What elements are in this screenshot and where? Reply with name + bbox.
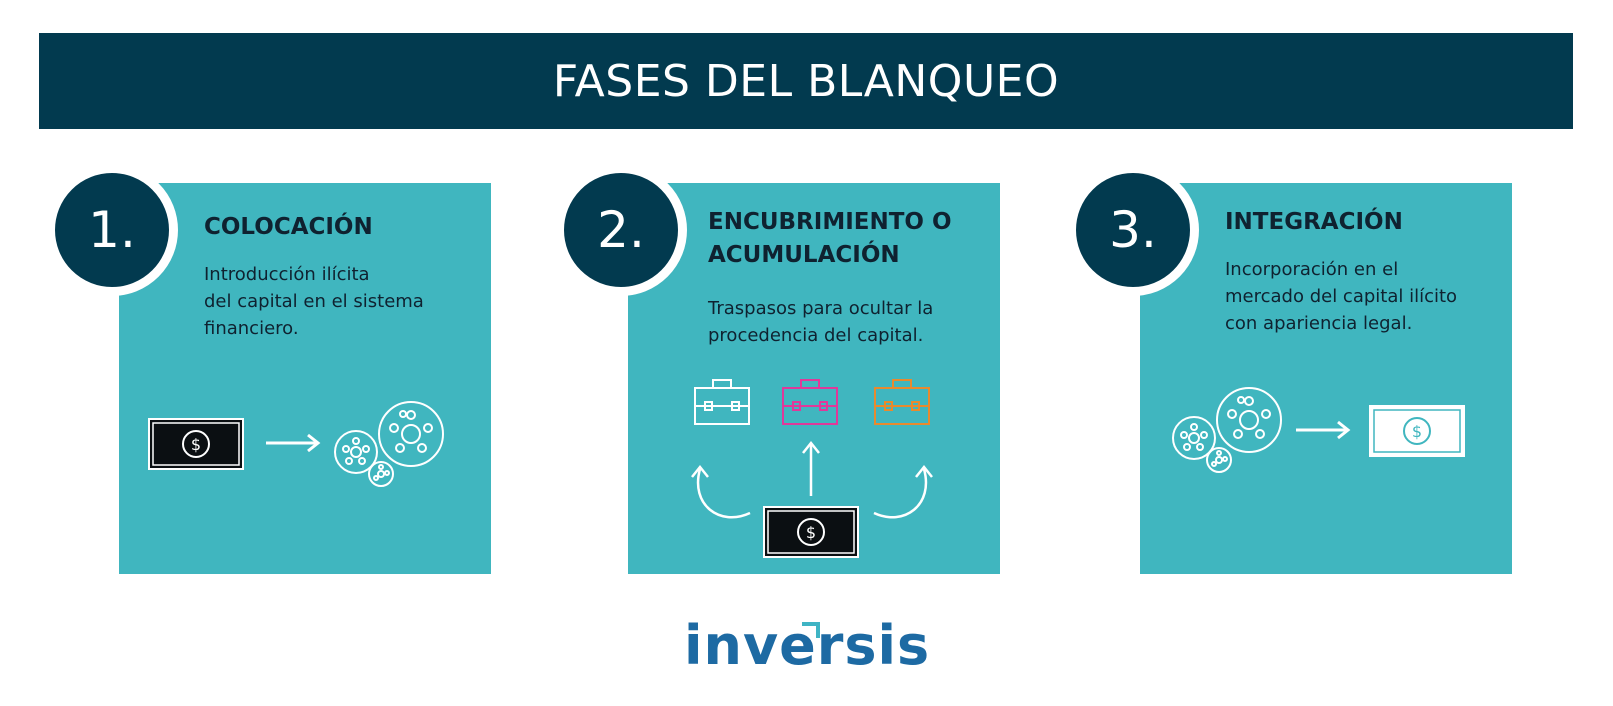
phase-description-3: Incorporación en el mercado del capital … <box>1225 259 1458 334</box>
phase-card-3 <box>1140 183 1512 574</box>
curved-arrow-icon <box>691 464 751 519</box>
phase-number-badge-3: 3. <box>1067 164 1199 296</box>
briefcase-icon <box>874 379 930 425</box>
briefcase-icon <box>782 379 838 425</box>
svg-text:$: $ <box>806 523 816 542</box>
svg-text:$: $ <box>191 435 201 454</box>
arrow-right-icon <box>1296 420 1351 440</box>
arrow-right-icon <box>266 433 321 453</box>
banknote-icon: $ <box>1369 405 1465 457</box>
phase-title-3: INTEGRACIÓN <box>1225 209 1403 235</box>
phase-title-2: ENCUBRIMIENTO O ACUMULACIÓN <box>708 209 952 268</box>
briefcase-icon <box>694 379 750 425</box>
phase-description-1: Introducción ilícita del capital en el s… <box>204 264 424 339</box>
page-title: FASES DEL BLANQUEO <box>552 55 1060 107</box>
svg-text:$: $ <box>1412 422 1422 441</box>
banknote-icon: $ <box>763 506 859 558</box>
phase-card-1 <box>119 183 491 574</box>
banknote-icon: $ <box>148 418 244 470</box>
phase-number-badge-2: 2. <box>555 164 687 296</box>
coins-icon <box>1172 387 1282 473</box>
phase-title-1: COLOCACIÓN <box>204 214 373 240</box>
coins-icon <box>334 401 444 487</box>
curved-arrow-icon <box>873 464 933 519</box>
phase-description-2: Traspasos para ocultar la procedencia de… <box>708 298 934 346</box>
phase-number-badge-1: 1. <box>46 164 178 296</box>
header-banner: FASES DEL BLANQUEO <box>39 33 1573 129</box>
arrow-up-icon <box>802 440 820 496</box>
inversis-logo: inversis <box>684 614 929 674</box>
